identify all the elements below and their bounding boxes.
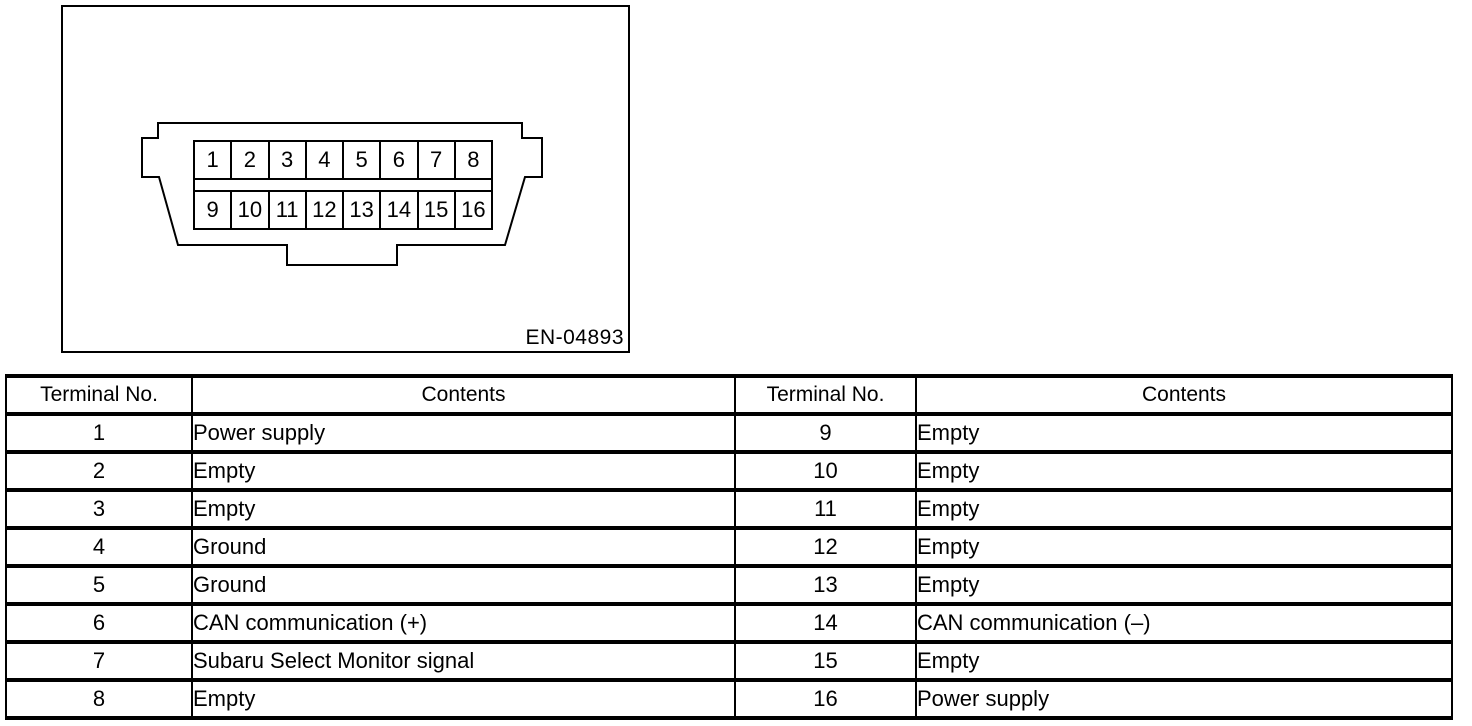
cell-contents_left: Subaru Select Monitor signal bbox=[191, 640, 736, 682]
cell-contents_left: CAN communication (+) bbox=[191, 602, 736, 644]
pin-1: 1 bbox=[206, 147, 219, 172]
cell-contents_left: Ground bbox=[191, 564, 736, 606]
obd-connector-outline-drawing bbox=[141, 122, 543, 266]
pin-12: 12 bbox=[304, 192, 342, 228]
cell-contents_left: Empty bbox=[191, 450, 736, 492]
pin-10: 10 bbox=[230, 192, 267, 228]
cell-contents_right: Empty bbox=[915, 526, 1453, 568]
cell-terminal_left: 8 bbox=[5, 678, 193, 720]
cell-contents_right: Empty bbox=[915, 412, 1453, 454]
pin-13: 13 bbox=[342, 192, 379, 228]
header-contents-left: Contents bbox=[191, 374, 736, 416]
pin-7: 7 bbox=[416, 142, 454, 178]
cell-terminal_left: 5 bbox=[5, 564, 193, 606]
pin-16: 16 bbox=[453, 192, 491, 228]
cell-terminal_left: 6 bbox=[5, 602, 193, 644]
cell-contents_right: CAN communication (–) bbox=[915, 602, 1453, 644]
header-terminal-no-left: Terminal No. bbox=[5, 374, 193, 416]
pin-3: 3 bbox=[267, 142, 305, 178]
pin-2: 2 bbox=[230, 142, 267, 178]
pin-4: 4 bbox=[304, 142, 342, 178]
pin-11: 11 bbox=[267, 192, 305, 228]
cell-contents_right: Empty bbox=[915, 450, 1453, 492]
cell-terminal_left: 1 bbox=[5, 412, 193, 454]
cell-terminal_right: 14 bbox=[734, 602, 917, 644]
pin-14: 14 bbox=[379, 192, 416, 228]
cell-contents_left: Empty bbox=[191, 488, 736, 530]
cell-terminal_left: 7 bbox=[5, 640, 193, 682]
cell-terminal_left: 4 bbox=[5, 526, 193, 568]
terminal-table: Terminal No. Contents Terminal No. Conte… bbox=[5, 374, 1453, 720]
table-header-row: Terminal No. Contents Terminal No. Conte… bbox=[5, 374, 1453, 416]
connector-outline-shape bbox=[141, 122, 543, 266]
cell-contents_left: Ground bbox=[191, 526, 736, 568]
cell-terminal_right: 16 bbox=[734, 678, 917, 720]
cell-terminal_right: 12 bbox=[734, 526, 917, 568]
pin-6: 6 bbox=[379, 142, 416, 178]
figure-id-label: EN-04893 bbox=[525, 326, 624, 349]
header-terminal-no-right: Terminal No. bbox=[734, 374, 917, 416]
pin-row-gap bbox=[195, 180, 491, 190]
cell-terminal_right: 10 bbox=[734, 450, 917, 492]
cell-contents_right: Empty bbox=[915, 488, 1453, 530]
cell-contents_right: Power supply bbox=[915, 678, 1453, 720]
pin-15: 15 bbox=[416, 192, 454, 228]
pin-5: 5 bbox=[342, 142, 379, 178]
cell-terminal_left: 2 bbox=[5, 450, 193, 492]
cell-terminal_left: 3 bbox=[5, 488, 193, 530]
cell-contents_left: Power supply bbox=[191, 412, 736, 454]
header-contents-right: Contents bbox=[915, 374, 1453, 416]
pin-8: 8 bbox=[453, 142, 491, 178]
cell-contents_left: Empty bbox=[191, 678, 736, 720]
cell-terminal_right: 11 bbox=[734, 488, 917, 530]
cell-contents_right: Empty bbox=[915, 564, 1453, 606]
cell-terminal_right: 9 bbox=[734, 412, 917, 454]
pin-9: 9 bbox=[206, 197, 219, 222]
cell-terminal_right: 15 bbox=[734, 640, 917, 682]
cell-contents_right: Empty bbox=[915, 640, 1453, 682]
cell-terminal_right: 13 bbox=[734, 564, 917, 606]
